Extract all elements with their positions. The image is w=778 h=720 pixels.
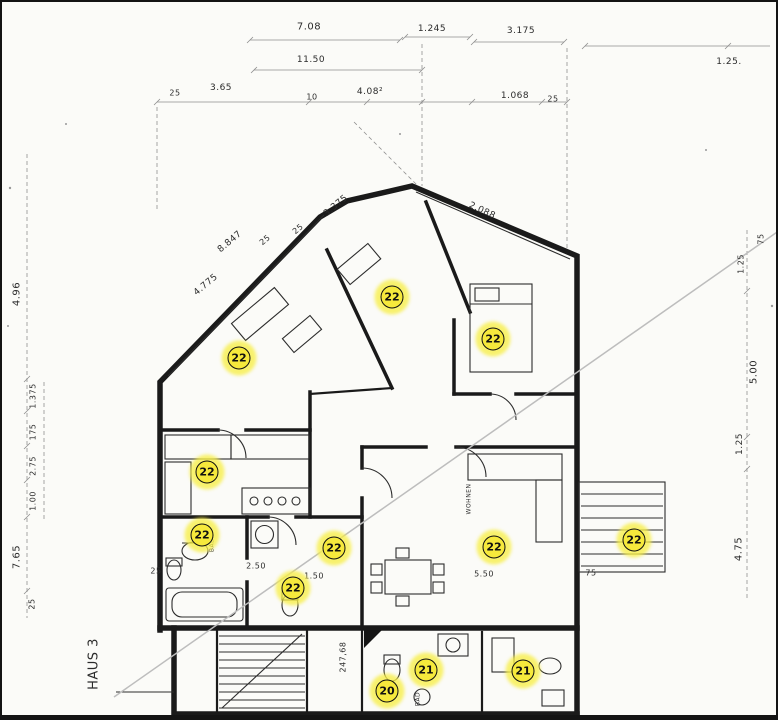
dimension-label: 25 <box>169 88 181 98</box>
door-threshold <box>364 630 382 648</box>
unit-number: 20 <box>379 684 395 698</box>
dimension-label: 10 <box>306 92 318 102</box>
unit-number: 22 <box>199 465 215 479</box>
dimension-label: 75 <box>585 568 597 578</box>
building-label: HAUS 3 <box>86 638 102 690</box>
door-swings <box>217 393 517 648</box>
dimension-label: 247,68 <box>338 641 348 673</box>
unit-number-marker: 20 <box>375 679 399 703</box>
dimension-label: 8.847 <box>215 229 245 255</box>
toilet-icon <box>166 559 182 581</box>
dimension-label: 75 <box>756 233 766 245</box>
sink-icon <box>413 688 431 706</box>
unit-number: 22 <box>486 540 502 554</box>
unit-number: 22 <box>231 351 247 365</box>
dimension-label: 4.08² <box>356 87 384 97</box>
dimension-label: 2.75 <box>28 456 38 476</box>
unit-number: 22 <box>326 541 342 555</box>
dimension-label: 1.25. <box>716 57 742 67</box>
dimension-label: 2.088 <box>467 200 497 222</box>
dimension-label: 25 <box>150 566 162 576</box>
unit-number-marker: 22 <box>281 576 305 600</box>
dimension-label: 1.245 <box>417 24 447 34</box>
kitchen-fixtures <box>164 434 311 515</box>
dimension-label: BAD <box>414 691 422 707</box>
dimension-label: 1.25 <box>735 432 745 456</box>
unit-number-marker: 22 <box>322 536 346 560</box>
unit-number-marker: 22 <box>195 460 219 484</box>
unit-number: 22 <box>384 290 400 304</box>
dimension-label: 1.068 <box>500 91 530 101</box>
bathtub-icon <box>165 587 244 622</box>
dimension-label: 7.65 <box>11 544 23 570</box>
furniture <box>230 242 563 607</box>
dimension-label: 4.75 <box>733 536 745 562</box>
balcony <box>578 481 666 573</box>
scan-specks <box>7 123 774 327</box>
unit-number: 22 <box>194 528 210 542</box>
dimension-label: 25 <box>257 232 273 248</box>
unit-number-marker: 22 <box>227 346 251 370</box>
unit-number-marker: 22 <box>481 327 505 351</box>
dimension-label: 25 <box>547 94 559 104</box>
scan-fold-line <box>113 231 776 698</box>
dimension-label: 5.00 <box>748 359 760 385</box>
stairs <box>219 633 305 709</box>
dimension-label: 4.96 <box>11 281 23 307</box>
dimension-label: 7.08 <box>296 21 322 33</box>
dimension-label: 3.65 <box>209 83 233 93</box>
dimension-label: 25 <box>27 598 37 610</box>
dimension-label: 3.375 <box>321 193 351 219</box>
unit-number-marker: 22 <box>622 528 646 552</box>
bed-icon <box>469 283 533 373</box>
unit-number: 21 <box>515 664 531 678</box>
sink-icon <box>538 657 562 675</box>
sofa-icon <box>467 453 563 481</box>
wardrobe-icon <box>230 286 290 342</box>
unit-number-marker: 22 <box>190 523 214 547</box>
unit-number-marker: 22 <box>482 535 506 559</box>
dimension-lines <box>23 33 770 618</box>
washer-icon <box>250 520 279 549</box>
unit-number: 22 <box>285 581 301 595</box>
dimension-label: 1.375 <box>28 383 38 409</box>
unit-number: 22 <box>626 533 642 547</box>
unit-number-marker: 21 <box>414 658 438 682</box>
scan-artifacts <box>7 123 776 698</box>
unit-number: 21 <box>418 663 434 677</box>
dimension-label: 175 <box>28 423 38 441</box>
unit-number-marker: 22 <box>380 285 404 309</box>
unit-number-marker: 21 <box>511 659 535 683</box>
dimension-label: 1.50 <box>304 571 324 581</box>
dimension-label: 1.00 <box>28 491 38 511</box>
shower-icon <box>491 637 515 673</box>
dimension-label: 25 <box>290 221 306 237</box>
dimension-label: 4.775 <box>191 272 221 298</box>
unit-number: 22 <box>485 332 501 346</box>
table-icon <box>384 559 432 595</box>
washer-icon <box>437 633 469 657</box>
dimension-label: 1.25 <box>736 254 746 274</box>
dimension-label: 5.50 <box>474 569 494 579</box>
dimension-label: 2.50 <box>246 561 266 571</box>
dimension-label: 11.50 <box>296 55 326 65</box>
wardrobe-icon <box>336 242 382 286</box>
exterior-walls <box>157 183 580 715</box>
dimension-label: 3.175 <box>506 26 536 36</box>
dimension-label: WOHNEN <box>465 483 473 515</box>
